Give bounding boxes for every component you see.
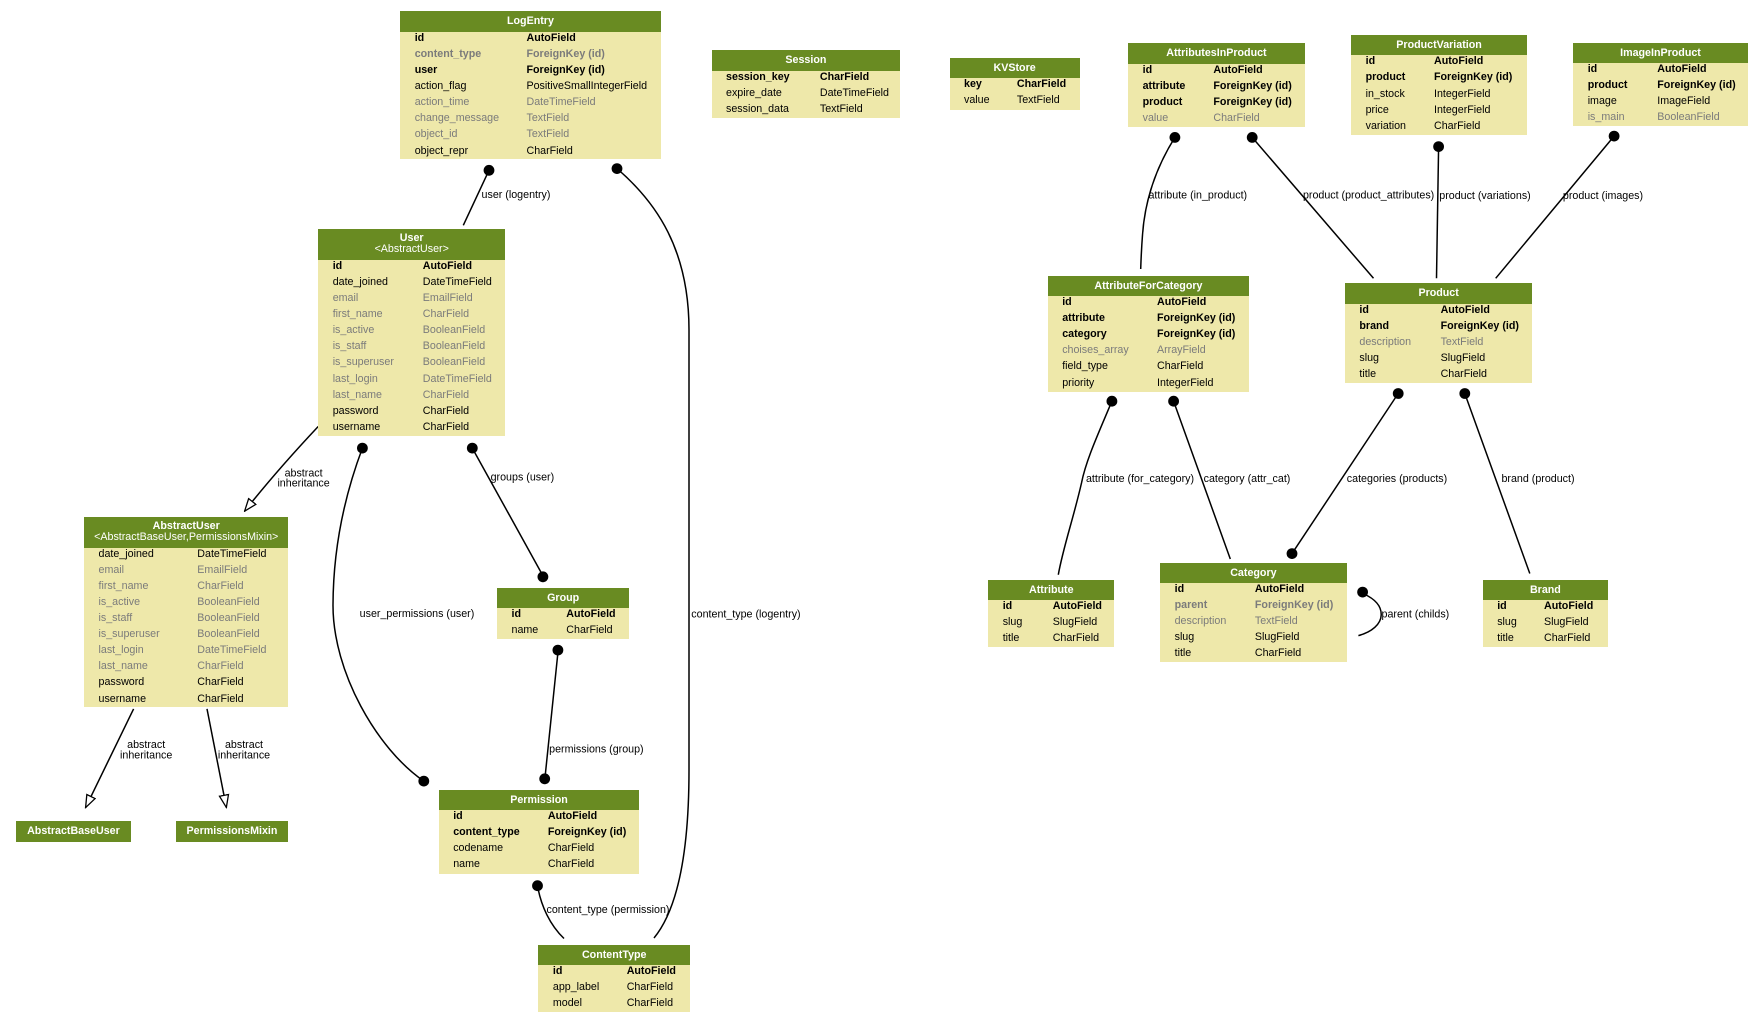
svg-text:inheritance: inheritance (218, 750, 270, 762)
svg-text:parent (childs): parent (childs) (1382, 608, 1450, 620)
svg-text:user (logentry): user (logentry) (482, 189, 551, 201)
svg-text:groups (user): groups (user) (491, 472, 555, 484)
svg-text:content_type (permission): content_type (permission) (547, 904, 670, 916)
svg-text:user_permissions (user): user_permissions (user) (360, 608, 475, 620)
svg-text:attribute (for_category): attribute (for_category) (1086, 473, 1194, 485)
svg-text:abstract: abstract (225, 739, 263, 751)
svg-text:attribute (in_product): attribute (in_product) (1148, 190, 1247, 202)
svg-text:brand (product): brand (product) (1501, 473, 1574, 485)
svg-text:inheritance: inheritance (120, 750, 172, 762)
svg-text:permissions (group): permissions (group) (549, 744, 643, 756)
svg-text:categories (products): categories (products) (1347, 473, 1447, 485)
svg-text:product (images): product (images) (1563, 190, 1643, 202)
svg-text:product (variations): product (variations) (1439, 190, 1530, 202)
svg-text:product (product_attributes): product (product_attributes) (1303, 190, 1434, 202)
svg-text:category (attr_cat): category (attr_cat) (1204, 473, 1291, 485)
svg-text:inheritance: inheritance (277, 478, 329, 490)
svg-text:abstract: abstract (285, 467, 323, 479)
svg-text:content_type (logentry): content_type (logentry) (691, 608, 800, 620)
svg-text:abstract: abstract (127, 739, 165, 751)
